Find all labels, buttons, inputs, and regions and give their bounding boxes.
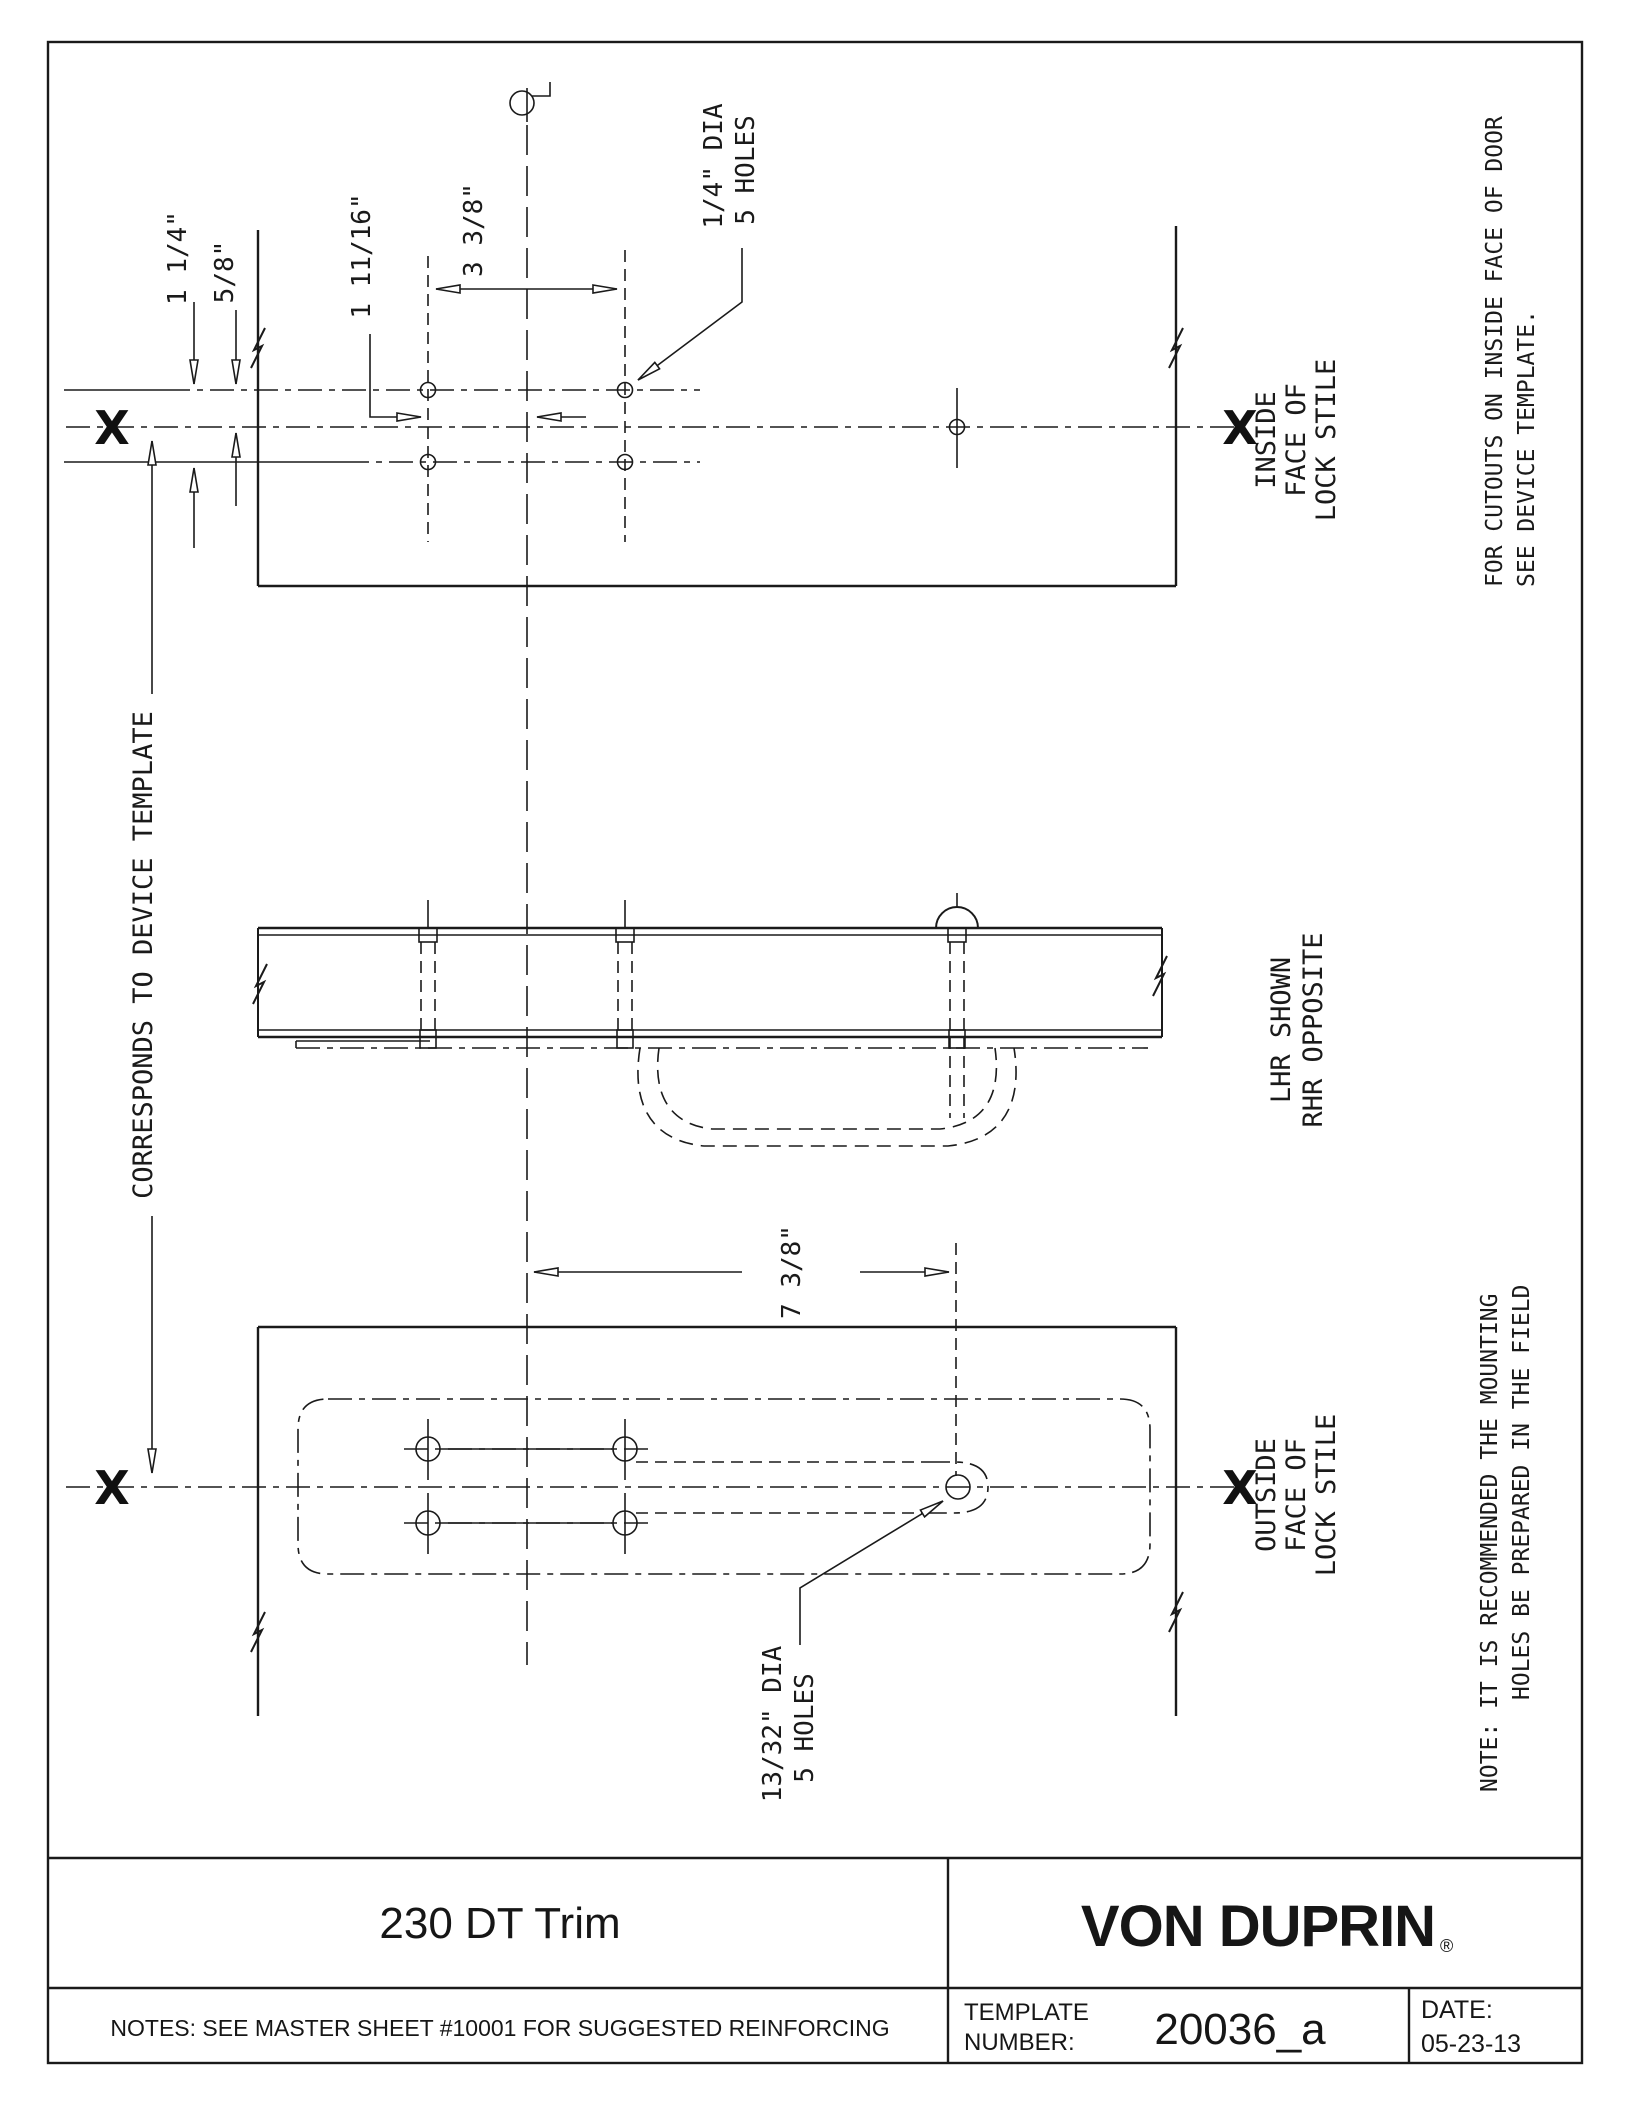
x-alignment-marker: X [1222, 401, 1257, 455]
x-alignment-marker: X [94, 1461, 129, 1515]
brand-logo: VON DUPRIN [1081, 1894, 1435, 1959]
inside-holes-callout-2: 5 HOLES [731, 115, 761, 225]
dim-hole-row-offset: 5/8" [210, 241, 240, 304]
outside-face-dimensions: 7 3/8" 13/32" DIA 5 HOLES [533, 1225, 957, 1802]
dim-col-to-centerline: 1 11/16" [347, 193, 377, 318]
cutouts-note-line-2: SEE DEVICE TEMPLATE. [1514, 310, 1540, 587]
dim-hole-row-spacing: 1 1/4" [163, 211, 193, 305]
title-block: 230 DT Trim VON DUPRIN ® TEMPLATE NUMBER… [110, 1894, 1521, 2058]
outside-face-view: X X [66, 1325, 1258, 1716]
outside-holes-callout-2: 5 HOLES [790, 1673, 820, 1783]
centerline-symbol-icon [509, 82, 551, 122]
mounting-hole [415, 1510, 441, 1536]
inside-face-label-1: INSIDE [1251, 391, 1282, 489]
template-number-label-2: NUMBER: [964, 2029, 1075, 2056]
break-mark-icon [1152, 955, 1168, 997]
corresponds-callout: CORRESPONDS TO DEVICE TEMPLATE [128, 440, 159, 1474]
mounting-hole [419, 381, 437, 399]
outside-holes-callout-1: 13/32" DIA [758, 1645, 788, 1802]
through-bolt [615, 900, 635, 1049]
template-number-label-1: TEMPLATE [964, 1999, 1089, 2026]
outside-face-label-1: OUTSIDE [1251, 1438, 1282, 1552]
inside-face-label-2: FACE OF [1281, 383, 1312, 497]
break-mark-icon [250, 1611, 266, 1653]
inside-face-view: X X [64, 226, 1258, 588]
outside-face-labels: OUTSIDE FACE OF LOCK STILE NOTE: IT IS R… [1251, 1285, 1535, 1792]
handing-label-1: LHR SHOWN [1266, 957, 1297, 1103]
trim-plate-outline [297, 1398, 1151, 1575]
date-label: DATE: [1421, 1996, 1493, 2024]
registered-mark: ® [1440, 1936, 1453, 1956]
outside-face-label-2: FACE OF [1281, 1438, 1312, 1552]
drawing-title: 230 DT Trim [379, 1899, 620, 1948]
sheet-notes: NOTES: SEE MASTER SHEET #10001 FOR SUGGE… [110, 2015, 889, 2041]
page-border [46, 40, 1584, 2065]
mounting-hole [419, 453, 437, 471]
cutouts-note-line-1: FOR CUTOUTS ON INSIDE FACE OF DOOR [1482, 116, 1508, 587]
x-alignment-marker: X [94, 401, 129, 455]
break-mark-icon [1168, 1591, 1184, 1633]
break-mark-icon [252, 963, 268, 1005]
mounting-hole [945, 1474, 971, 1500]
dim-col-spacing: 3 3/8" [459, 183, 489, 277]
date-value: 05-23-13 [1421, 2030, 1521, 2058]
handing-label-2: RHR OPPOSITE [1298, 932, 1329, 1127]
field-note-line-1: NOTE: IT IS RECOMMENDED THE MOUNTING [1477, 1294, 1503, 1793]
x-alignment-marker: X [1222, 1461, 1257, 1515]
mounting-hole [616, 453, 634, 471]
mounting-hole [415, 1436, 441, 1462]
device-centerline [509, 82, 551, 1665]
through-bolt [418, 900, 438, 1049]
break-mark-icon [1168, 327, 1184, 369]
mounting-hole [616, 381, 634, 399]
inside-face-label-3: LOCK STILE [1311, 359, 1342, 522]
pull-handle-outline [637, 1047, 1017, 1147]
mounting-hole [612, 1436, 638, 1462]
mounting-hole [948, 418, 966, 436]
inside-face-labels: INSIDE FACE OF LOCK STILE FOR CUTOUTS ON… [1251, 116, 1540, 587]
inside-holes-callout-1: 1/4" DIA [699, 103, 729, 229]
mounting-hole [612, 1510, 638, 1536]
outside-face-label-3: LOCK STILE [1311, 1414, 1342, 1577]
handle-post-boss [926, 1461, 989, 1514]
corresponds-label: CORRESPONDS TO DEVICE TEMPLATE [128, 711, 159, 1199]
inside-face-dimensions: 1 1/4" 5/8" 1 11/16" 3 3/8" 1/4" DIA 5 H… [163, 103, 761, 548]
dim-centerline-to-end-hole: 7 3/8" [777, 1225, 807, 1319]
break-mark-icon [250, 327, 266, 369]
field-note-line-2: HOLES BE PREPARED IN THE FIELD [1509, 1285, 1535, 1700]
template-number-value: 20036_a [1154, 2005, 1326, 2054]
through-bolt-with-head [935, 893, 979, 1118]
door-edge-view: LHR SHOWN RHR OPPOSITE [252, 893, 1329, 1147]
